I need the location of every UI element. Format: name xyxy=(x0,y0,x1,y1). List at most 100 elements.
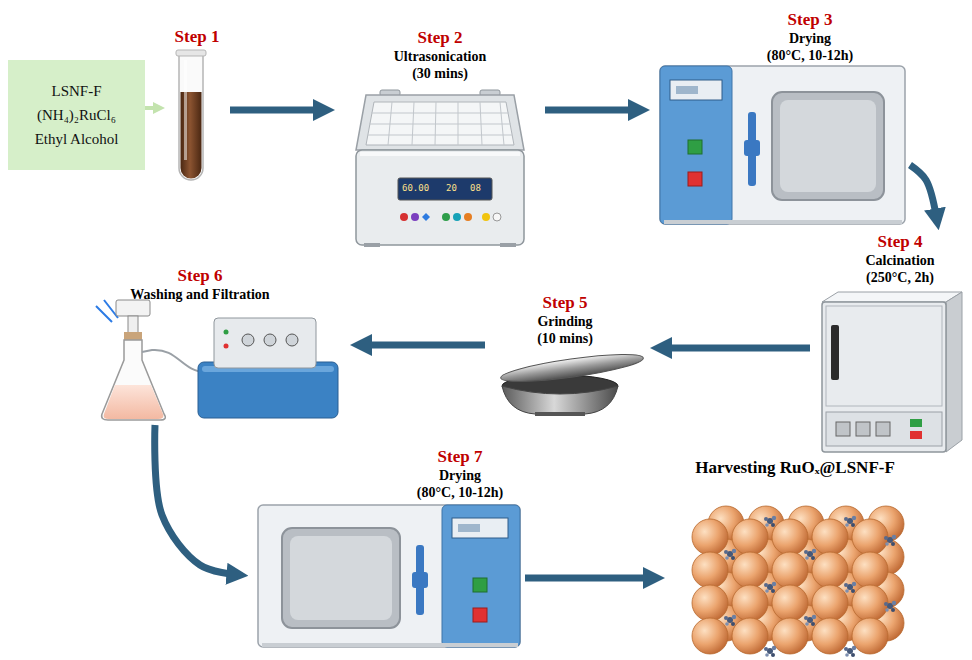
particle-lattice xyxy=(692,585,728,621)
ultrasonic-bath xyxy=(356,90,524,247)
step-heading-group: Harvesting RuOₓ@LSNF-F xyxy=(695,457,895,478)
muffle-furnace xyxy=(826,412,942,446)
muffle-furnace xyxy=(822,292,962,302)
muffle-furnace xyxy=(856,422,870,436)
drying-oven xyxy=(664,220,902,224)
particle-lattice xyxy=(764,582,776,593)
particle-lattice xyxy=(812,618,848,654)
muffle-furnace xyxy=(876,422,890,436)
process-arrow xyxy=(545,107,637,114)
particle-lattice xyxy=(692,618,728,654)
step-heading-group: Step 5Grinding(10 mins) xyxy=(537,293,593,347)
particle-lattice xyxy=(852,618,888,654)
drying-oven xyxy=(772,92,884,200)
particle-lattice xyxy=(852,585,888,621)
ultrasonic-bath xyxy=(442,213,450,221)
process-step: Step 1 xyxy=(165,25,230,190)
muffle-furnace xyxy=(822,302,946,452)
drying-oven xyxy=(473,608,487,622)
particle-lattice xyxy=(804,615,816,626)
step-heading-group: Step 3Drying(80°C, 10-12h) xyxy=(767,10,853,64)
test-tube xyxy=(184,60,187,160)
ultrasonic-bath xyxy=(366,102,514,145)
step-heading-group: Step 2Ultrasonication(30 mins) xyxy=(394,28,487,82)
muffle-furnace xyxy=(910,419,922,427)
ultrasonic-bath xyxy=(368,102,512,145)
drying-oven xyxy=(688,172,702,186)
filtration-setup xyxy=(264,334,276,346)
step-title: Washing and Filtration xyxy=(130,286,269,303)
process-step: Step 2Ultrasonication(30 mins) xyxy=(335,26,545,248)
process-arrow xyxy=(910,165,936,217)
reagent-name: (NH₄)₂RuCl₆ xyxy=(37,103,116,127)
step-heading-group: Step 4Calcination(250°C, 2h) xyxy=(865,232,934,286)
step-heading-group: Step 1 xyxy=(175,27,220,47)
test-tube xyxy=(179,54,203,180)
particle-lattice xyxy=(772,552,808,588)
drying-oven xyxy=(258,505,520,647)
mortar-pestle xyxy=(499,349,644,387)
particle-lattice xyxy=(812,552,848,588)
particle-lattice xyxy=(692,519,728,555)
process-step: Step 4Calcination(250°C, 2h) xyxy=(810,230,968,455)
drying-oven xyxy=(676,86,698,94)
particle-lattice xyxy=(804,549,816,560)
particle-lattice xyxy=(844,646,856,657)
process-arrow xyxy=(663,345,810,352)
filtration-setup xyxy=(96,300,338,420)
ultrasonic-bath xyxy=(364,243,380,247)
mortar-pestle xyxy=(535,412,585,416)
particle-lattice xyxy=(884,535,896,546)
drying-oven xyxy=(473,578,487,592)
muffle-furnace xyxy=(946,292,962,452)
ultrasonic-bath xyxy=(500,243,516,247)
reagent-name: Ethyl Alcohol xyxy=(35,127,119,151)
step-title: Ultrasonication xyxy=(394,48,487,65)
drying-oven xyxy=(780,100,876,192)
filtration-setup xyxy=(224,344,229,349)
reagent-name: LSNF-F xyxy=(51,79,101,103)
filtration-setup xyxy=(242,334,254,346)
display-digits: 20 xyxy=(446,183,457,194)
step-condition: (30 mins) xyxy=(394,65,487,82)
mortar-pestle xyxy=(499,349,644,416)
step-title: Drying xyxy=(417,467,503,484)
step-number: Step 5 xyxy=(537,293,593,313)
process-step: Step 5Grinding(10 mins) xyxy=(485,290,650,418)
drying-oven xyxy=(290,536,392,620)
ultrasonic-bath xyxy=(356,95,524,150)
test-tube xyxy=(176,50,206,180)
step-number: Step 3 xyxy=(767,10,853,30)
drying-oven xyxy=(660,66,905,224)
particle-lattice xyxy=(852,552,888,588)
step-condition: (10 mins) xyxy=(537,330,593,347)
particle-lattice xyxy=(884,601,896,612)
ultrasonic-bath xyxy=(398,178,492,200)
particle-lattice xyxy=(772,585,808,621)
particle-lattice xyxy=(772,618,808,654)
particle-lattice xyxy=(732,585,768,621)
drying-oven xyxy=(282,528,400,628)
particle-lattice xyxy=(812,519,848,555)
reagent-box: LSNF-F(NH₄)₂RuCl₆Ethyl Alcohol xyxy=(8,60,145,170)
product-title: Harvesting RuOₓ@LSNF-F xyxy=(695,457,895,478)
particle-lattice xyxy=(844,582,856,593)
drying-oven xyxy=(262,643,518,647)
muffle-furnace xyxy=(822,292,962,452)
step-title: Drying xyxy=(767,30,853,47)
ultrasonic-bath xyxy=(493,213,501,221)
step-condition: (80°C, 10-12h) xyxy=(417,484,503,501)
drying-oven xyxy=(670,80,722,100)
particle-lattice xyxy=(764,516,776,527)
filtration-setup xyxy=(96,300,118,322)
step-heading-group: Step 6Washing and Filtration xyxy=(130,266,269,303)
ultrasonic-bath xyxy=(482,213,490,221)
muffle-furnace xyxy=(831,325,839,380)
mortar-pestle xyxy=(502,386,618,414)
process-arrow xyxy=(145,106,158,110)
connectors xyxy=(145,108,936,578)
drying-oven xyxy=(458,524,480,532)
